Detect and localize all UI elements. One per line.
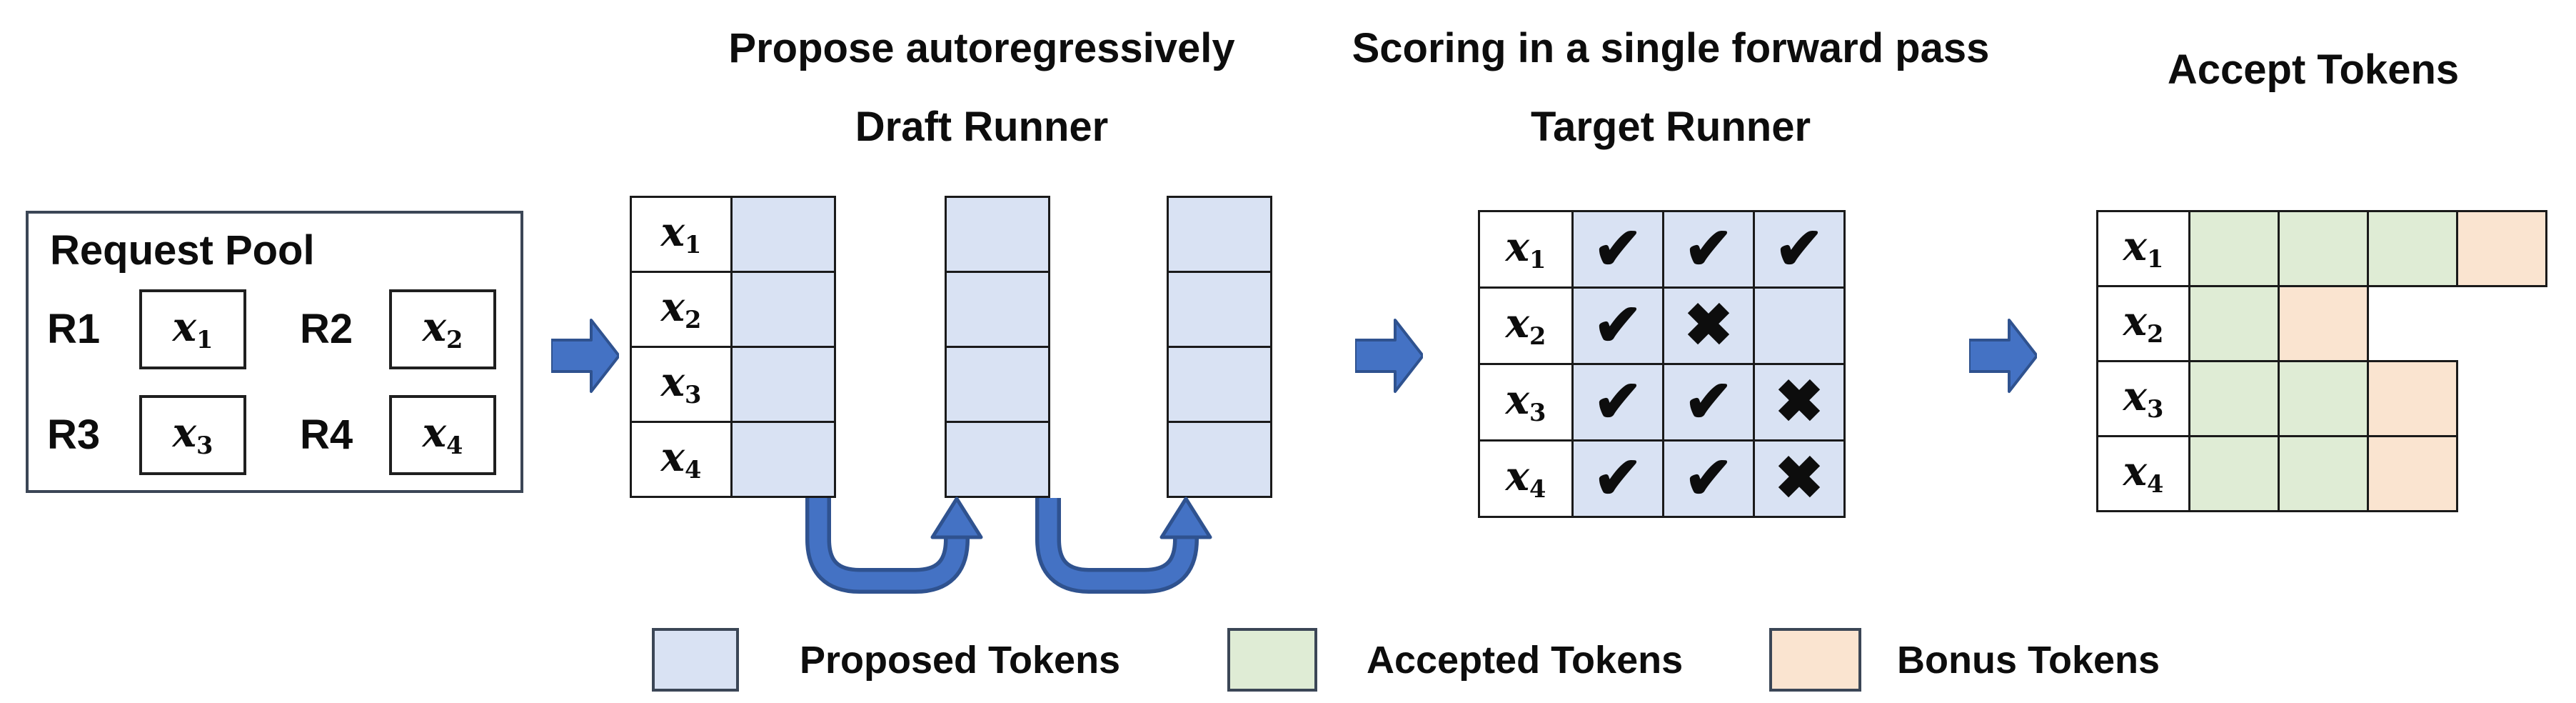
accept-row: x2 xyxy=(2096,285,2369,362)
bonus-tokens-legend-label: Bonus Tokens xyxy=(1897,638,2160,682)
score-cell: ✔ xyxy=(1574,365,1662,439)
score-mark: ✖ xyxy=(1774,369,1824,434)
row-label-cell: x4 xyxy=(2098,437,2188,510)
proposed-token-cell xyxy=(1169,198,1270,271)
row-label-cell: x4 xyxy=(632,423,730,496)
token-label: x4 xyxy=(422,409,463,459)
proposed-tokens-swatch-icon xyxy=(652,628,739,692)
proposed-token-cell xyxy=(947,348,1048,421)
score-cell: ✔ xyxy=(1664,365,1753,439)
score-mark: ✖ xyxy=(1684,293,1734,358)
flow-arrow-icon xyxy=(551,319,619,393)
score-cell: ✖ xyxy=(1755,365,1843,439)
proposed-token-cell xyxy=(947,273,1048,346)
row-label-cell: x1 xyxy=(632,198,730,271)
proposed-token-cell xyxy=(1169,348,1270,421)
row-label-cell: x4 xyxy=(1480,442,1571,516)
accepted-token-cell xyxy=(2190,437,2278,510)
score-mark: ✔ xyxy=(1774,216,1824,281)
accepted-token-cell xyxy=(2280,437,2367,510)
request-pool-box: Request Pool R1 x1 R2 x2 R3 x3 R4 x4 xyxy=(26,211,523,493)
score-mark: ✖ xyxy=(1774,446,1824,511)
draft-stage-title: Draft Runner xyxy=(855,104,1109,150)
accepted-tokens-swatch-icon xyxy=(1227,628,1317,692)
autoregressive-loop-arrows-icon xyxy=(805,497,1212,594)
bonus-tokens-swatch-icon xyxy=(1769,628,1861,692)
score-mark: ✔ xyxy=(1593,216,1643,281)
request-token-box: x3 xyxy=(139,395,246,475)
request-token-box: x1 xyxy=(139,289,246,369)
accept-row: x3 xyxy=(2096,360,2458,437)
proposed-token-cell xyxy=(947,423,1048,496)
draft-step1-table: x1 x2 x3 x4 xyxy=(630,196,836,498)
row-label-cell: x2 xyxy=(632,273,730,346)
target-scoring-grid: x1 ✔ ✔ ✔ x2 ✔ ✖ x3 ✔ ✔ ✖ x4 ✔ ✔ ✖ xyxy=(1478,210,1846,518)
proposed-token-cell xyxy=(1169,423,1270,496)
draft-step2-column xyxy=(945,196,1050,498)
token-label: x2 xyxy=(422,303,463,354)
score-cell: ✔ xyxy=(1755,212,1843,286)
row-label-cell: x1 xyxy=(2098,212,2188,285)
bonus-token-cell xyxy=(2369,437,2456,510)
accepted-token-cell xyxy=(2190,212,2278,285)
score-mark: ✔ xyxy=(1684,446,1734,511)
row-label-cell: x2 xyxy=(1480,289,1571,363)
flow-arrow-icon xyxy=(1355,319,1423,393)
proposed-token-cell xyxy=(1169,273,1270,346)
accepted-tokens-legend-label: Accepted Tokens xyxy=(1367,638,1684,682)
draft-step3-column xyxy=(1167,196,1272,498)
request-id-label: R4 xyxy=(300,412,353,458)
score-mark: ✔ xyxy=(1593,369,1643,434)
row-label-cell: x3 xyxy=(1480,365,1571,439)
proposed-tokens-legend-label: Proposed Tokens xyxy=(800,638,1121,682)
accept-row: x4 xyxy=(2096,435,2458,512)
proposed-token-cell xyxy=(733,273,834,346)
target-stage-title: Target Runner xyxy=(1530,104,1811,150)
accept-stage-title: Accept Tokens xyxy=(2167,46,2460,93)
row-label-cell: x2 xyxy=(2098,287,2188,360)
proposed-token-cell xyxy=(947,198,1048,271)
bonus-token-cell xyxy=(2280,287,2367,360)
flow-arrow-icon xyxy=(1969,319,2037,393)
accepted-token-cell xyxy=(2190,362,2278,435)
bonus-token-cell xyxy=(2458,212,2545,285)
token-label: x1 xyxy=(172,303,213,354)
bonus-token-cell xyxy=(2369,362,2456,435)
draft-stage-caption: Propose autoregressively xyxy=(728,25,1235,71)
request-id-label: R1 xyxy=(47,306,101,352)
request-token-box: x2 xyxy=(389,289,496,369)
score-cell: ✔ xyxy=(1574,442,1662,516)
proposed-token-cell xyxy=(733,198,834,271)
request-pool-title: Request Pool xyxy=(50,227,315,274)
proposed-token-cell xyxy=(733,423,834,496)
score-mark: ✔ xyxy=(1684,216,1734,281)
accepted-token-cell xyxy=(2369,212,2456,285)
score-mark: ✔ xyxy=(1684,369,1734,434)
score-cell xyxy=(1755,289,1843,363)
accepted-token-cell xyxy=(2280,212,2367,285)
score-mark: ✔ xyxy=(1593,293,1643,358)
row-label-cell: x3 xyxy=(632,348,730,421)
token-label: x3 xyxy=(172,409,213,459)
request-token-box: x4 xyxy=(389,395,496,475)
score-cell: ✖ xyxy=(1755,442,1843,516)
score-cell: ✔ xyxy=(1664,442,1753,516)
score-cell: ✔ xyxy=(1574,212,1662,286)
accepted-token-cell xyxy=(2190,287,2278,360)
row-label-cell: x1 xyxy=(1480,212,1571,286)
row-label-cell: x3 xyxy=(2098,362,2188,435)
target-stage-caption: Scoring in a single forward pass xyxy=(1352,25,1990,71)
score-cell: ✔ xyxy=(1574,289,1662,363)
request-id-label: R2 xyxy=(300,306,353,352)
request-id-label: R3 xyxy=(47,412,101,458)
accepted-token-cell xyxy=(2280,362,2367,435)
score-cell: ✔ xyxy=(1664,212,1753,286)
accept-row: x1 xyxy=(2096,210,2547,287)
score-cell: ✖ xyxy=(1664,289,1753,363)
proposed-token-cell xyxy=(733,348,834,421)
score-mark: ✔ xyxy=(1593,446,1643,511)
